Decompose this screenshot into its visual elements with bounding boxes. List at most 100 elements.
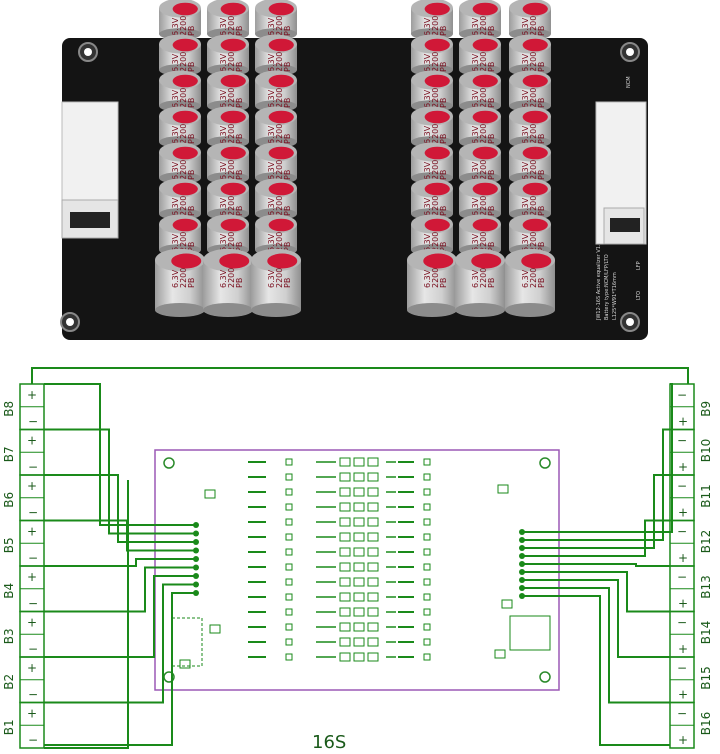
terminal-minus: − — [28, 415, 38, 429]
capacitor-label: PB — [537, 26, 546, 36]
right-battery-stack: −+B9−+B10−+B11−+B12−+B13−+B14−+B15−+B16 — [669, 383, 713, 749]
top-series-link — [31, 367, 689, 384]
capacitor-label: PB — [283, 206, 292, 216]
capacitor-label: PB — [235, 278, 244, 288]
battery-label: B12 — [699, 530, 713, 554]
capacitor-label: 2200 — [179, 232, 188, 252]
capacitor-label: 6.3V — [521, 161, 530, 180]
capacitor-label: 6.3V — [219, 233, 228, 252]
capacitor-label: 2200 — [431, 52, 440, 72]
capacitor-label: 6.3V — [471, 233, 480, 252]
left-tap-node — [193, 530, 199, 537]
series-title: 16S — [312, 732, 346, 753]
capacitor-label: 2200 — [275, 88, 284, 108]
capacitor-label: PB — [537, 98, 546, 108]
capacitor-label: 2200 — [529, 160, 538, 180]
board-text-line-1: JW12-16S Active equalizer V1.0 — [596, 241, 602, 321]
pcb-photo: JW12-16S Active equalizer V1.0 Battery t… — [60, 0, 648, 340]
capacitor-label: PB — [187, 98, 196, 108]
terminal-minus: + — [678, 597, 688, 611]
capacitor-label: 6.3V — [219, 17, 228, 36]
capacitor-label: 2200 — [179, 16, 188, 36]
terminal-minus: − — [28, 733, 38, 747]
left-tap-8 — [44, 583, 196, 704]
capacitor-label: 6.3V — [521, 17, 530, 36]
capacitor-label: PB — [187, 206, 196, 216]
board-outline — [154, 449, 560, 691]
capacitor-label: 6.3V — [267, 161, 276, 180]
terminal-plus: + — [27, 616, 37, 630]
capacitor-label: 2200 — [479, 232, 488, 252]
right-tap-node — [519, 537, 525, 543]
capacitor-label: PB — [439, 278, 448, 288]
capacitor-label: PB — [537, 206, 546, 216]
capacitor-label: PB — [235, 134, 244, 144]
battery-b4: +−B4 — [2, 565, 45, 613]
chem-labels: LTO LFP — [636, 261, 642, 300]
terminal-plus: + — [27, 661, 37, 675]
battery-b1: +−B1 — [2, 701, 45, 749]
capacitor-label: 6.3V — [267, 89, 276, 108]
left-tap-1 — [44, 383, 196, 526]
capacitor-label: 6.3V — [471, 269, 480, 288]
capacitor-label: PB — [439, 98, 448, 108]
battery-label: B11 — [699, 484, 713, 508]
battery-b9: −+B9 — [669, 383, 713, 431]
right-tap-9 — [522, 595, 670, 746]
terminal-minus: + — [678, 551, 688, 565]
capacitor-label: 6.3V — [171, 53, 180, 72]
capacitor-label: 6.3V — [423, 17, 432, 36]
capacitor-label: 2200 — [479, 124, 488, 144]
capacitor-label: 2200 — [529, 232, 538, 252]
capacitor-label: PB — [487, 242, 496, 252]
capacitor-label: 6.3V — [521, 125, 530, 144]
terminal-minus: + — [678, 688, 688, 702]
right-tap-1 — [522, 383, 673, 533]
terminal-minus: − — [28, 506, 38, 520]
board-components — [171, 457, 551, 669]
capacitor-label: PB — [187, 26, 196, 36]
terminal-plus: − — [677, 661, 687, 675]
left-tap-node — [193, 564, 199, 571]
capacitor-label: 2200 — [479, 160, 488, 180]
capacitor-label: PB — [235, 98, 244, 108]
left-tap-node — [193, 573, 199, 579]
capacitor-label: 6.3V — [219, 53, 228, 72]
capacitor-label: 2200 — [179, 160, 188, 180]
chem-labels-top: NCM — [626, 76, 632, 88]
left-tap-7 — [44, 575, 196, 658]
battery-label: B10 — [699, 439, 713, 463]
left-tap-node — [193, 522, 199, 528]
capacitor-label: 6.3V — [521, 89, 530, 108]
capacitor-label: 6.3V — [267, 269, 276, 288]
capacitor-label: PB — [439, 26, 448, 36]
battery-b6: +−B6 — [2, 474, 45, 522]
terminal-plus: + — [27, 434, 37, 448]
capacitor-label: 6.3V — [171, 197, 180, 216]
capacitor-label: PB — [235, 206, 244, 216]
battery-b2: +−B2 — [2, 656, 45, 704]
capacitor-label: 2200 — [227, 196, 236, 216]
capacitor-label: 6.3V — [219, 89, 228, 108]
battery-label: B14 — [699, 621, 713, 645]
battery-label: B3 — [2, 628, 16, 644]
right-tap-8 — [522, 587, 670, 704]
